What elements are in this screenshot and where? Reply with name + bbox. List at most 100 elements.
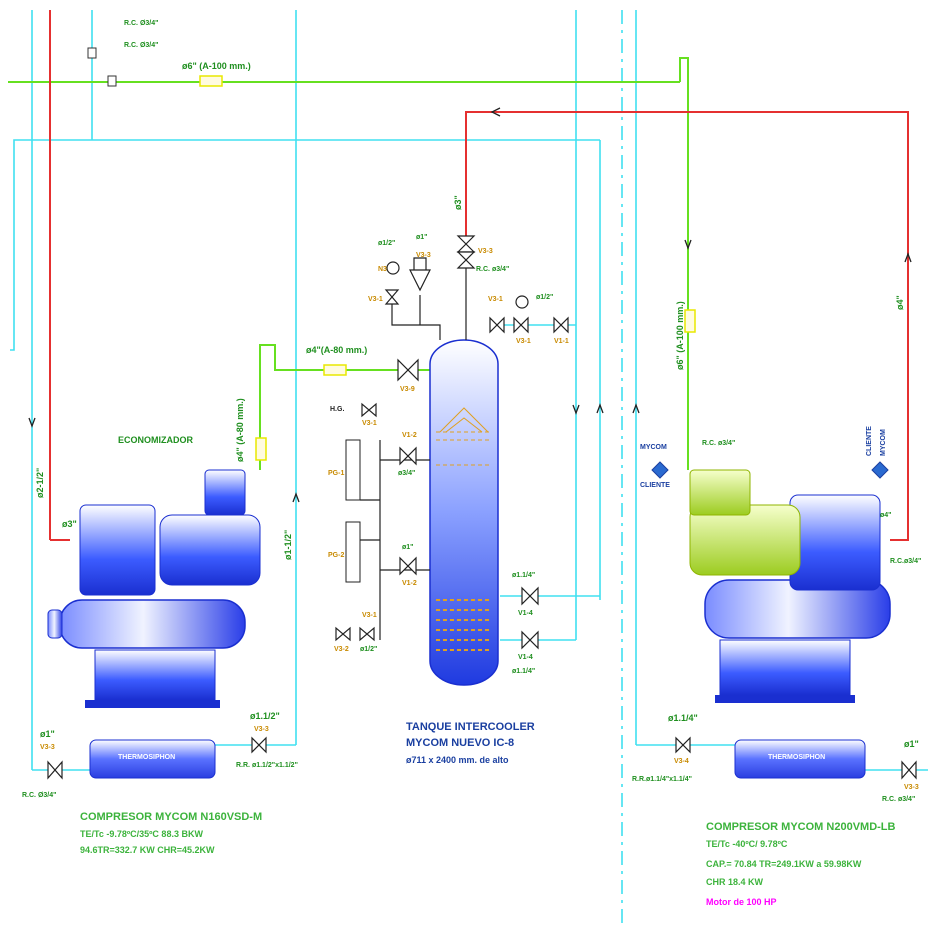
size-label: ø1.1/4" <box>512 572 536 579</box>
valve-icon <box>384 289 400 305</box>
liquid-line <box>10 139 600 351</box>
rc-label: R.C. ø3/4" <box>882 796 916 803</box>
rc-label: R.C. Ø3/4" <box>22 792 57 799</box>
valve-tag: V1-1 <box>554 338 569 345</box>
flow-arrows <box>28 107 912 503</box>
valve-tag: V3-1 <box>362 612 377 619</box>
compressor-title: COMPRESOR MYCOM N160VSD-M <box>80 811 263 823</box>
size-label: ø1/2" <box>360 646 378 653</box>
valve-icon <box>553 316 569 334</box>
compressor-spec: 94.6TR=332.7 KW CHR=45.2KW <box>80 845 215 855</box>
size-label: ø1" <box>416 234 428 241</box>
pressure-gauge-icon <box>515 295 529 309</box>
client-label: CLIENTE <box>640 482 670 489</box>
valve-icon <box>399 556 417 576</box>
intercooler-dims: ø711 x 2400 mm. de alto <box>406 755 509 765</box>
arrow-left-icon <box>490 107 501 117</box>
valve-icon <box>489 316 505 334</box>
level-column <box>360 440 430 640</box>
suction-line <box>679 57 689 470</box>
valve-tag: V3-1 <box>488 296 503 303</box>
valve-size: ø1.1/2" <box>250 711 280 721</box>
thermosiphon-label: THERMOSIPHON <box>768 754 826 761</box>
relief-valve-icon <box>87 47 97 59</box>
level-gauge-icon <box>345 439 361 501</box>
gauge-tag: PG-1 <box>328 470 345 477</box>
valve-tag: N3 <box>378 266 387 273</box>
valve-tag: V3-3 <box>40 744 55 751</box>
size-label: ø1/2" <box>378 240 396 247</box>
compressor-spec: TE/Tc -40ºC/ 9.78ºC <box>706 839 788 849</box>
pressure-gauge-icon <box>386 261 400 275</box>
thermosiphon-label: THERMOSIPHON <box>118 754 176 761</box>
oil-separator <box>59 599 246 649</box>
size-label: ø1" <box>402 544 414 551</box>
valve-tag: V3-2 <box>334 646 349 653</box>
intercooler-subtitle: MYCOM NUEVO IC-8 <box>406 737 515 749</box>
economizer-label: ECONOMIZADOR <box>118 435 193 445</box>
rc-label: R.C. ø3/4" <box>702 440 736 447</box>
valve-icon <box>521 630 539 650</box>
discharge-line <box>465 111 909 541</box>
valve-icon <box>47 760 63 780</box>
valve-tag: V3-4 <box>674 758 689 765</box>
relief-valve-icon <box>107 75 117 87</box>
mycom-label: MYCOM <box>640 444 667 451</box>
valve-tag: V3-1 <box>368 296 383 303</box>
compressor-title: COMPRESOR MYCOM N200VMD-LB <box>706 821 896 833</box>
valve-size: ø1.1/4" <box>668 713 698 723</box>
size-label: ø1.1/4" <box>512 668 536 675</box>
valve-tag: V3-9 <box>400 386 415 393</box>
valve-tag: V3-3 <box>478 248 493 255</box>
pipe-size-label: ø6" (A-100 mm.) <box>675 301 685 370</box>
pipe-size-label: ø3" <box>453 195 463 210</box>
pipe-tag-box <box>684 309 696 333</box>
valve-icon <box>456 235 476 253</box>
compressor-block <box>789 494 881 591</box>
rc-label: R.R. ø1.1/2"x1.1/2" <box>236 762 298 769</box>
client-label: CLIENTE <box>866 426 873 456</box>
tank-internal-trusses <box>439 407 489 433</box>
valve-tag: V3-3 <box>416 252 431 259</box>
valve-icon <box>399 446 417 466</box>
valve-icon <box>335 626 351 642</box>
compressor-spec: CAP.= 70.84 TR=249.1KW a 59.98KW <box>706 859 862 869</box>
pipe-size-label: ø4"(A-80 mm.) <box>306 345 368 355</box>
level-gauge-icon <box>345 521 361 583</box>
valve-icon <box>901 760 917 780</box>
mycom-label: MYCOM <box>880 429 887 456</box>
rc-label: R.C. Ø3/4" <box>124 20 159 27</box>
pipe-size-label: ø4" <box>895 295 905 310</box>
right-compressor <box>651 461 891 779</box>
valve-icon <box>397 358 419 382</box>
valve-tag: V3-1 <box>362 420 377 427</box>
valve-size: ø1" <box>40 729 55 739</box>
valve-tag: V3-1 <box>516 338 531 345</box>
thermosiphon-vessel <box>89 739 216 779</box>
valve-tag: V1-4 <box>518 654 533 661</box>
valve-icon <box>361 402 377 418</box>
valve-tag: V1-2 <box>402 580 417 587</box>
valve-tag: V3-3 <box>254 726 269 733</box>
pipe-tag-box <box>199 75 223 87</box>
arrow-down-icon <box>684 239 692 250</box>
rc-label: R.C. Ø3/4" <box>124 42 159 49</box>
compressor-spec: TE/Tc -9.78ºC/35ºC 88.3 BKW <box>80 829 203 839</box>
pipe-size-label: ø3" <box>62 519 77 529</box>
solenoid-valve-icon <box>409 257 431 292</box>
valves <box>47 235 917 780</box>
arrow-up-icon <box>904 252 912 263</box>
intercooler-tank <box>345 240 499 686</box>
size-label: ø3/4" <box>398 470 416 477</box>
rc-label: R.R.ø1.1/4"x1.1/4" <box>632 776 692 783</box>
tank-body <box>429 339 499 686</box>
diamond-marker-icon <box>871 461 889 479</box>
pipe-size-label: ø4" <box>880 512 892 519</box>
diamond-marker-icon <box>651 461 669 479</box>
compressor-spec: CHR 18.4 KW <box>706 877 764 887</box>
valve-tag: V3-3 <box>904 784 919 791</box>
arrow-down-icon <box>572 404 580 415</box>
gauge-tag: PG-2 <box>328 552 345 559</box>
valve-icon <box>251 736 267 754</box>
